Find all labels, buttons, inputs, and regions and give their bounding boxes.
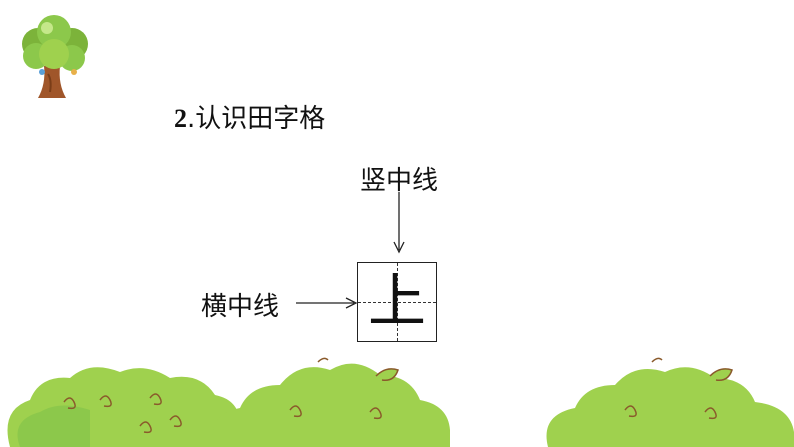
page-title: 2.认识田字格 — [174, 98, 325, 135]
horizontal-midline — [358, 302, 436, 303]
tree-icon — [22, 15, 88, 98]
down-arrow-icon — [393, 192, 405, 254]
tian-grid: 上 — [357, 262, 437, 342]
title-text: .认识田字格 — [187, 104, 326, 134]
bush-middle — [212, 357, 450, 447]
title-number: 2 — [174, 104, 187, 133]
bush-right — [546, 357, 794, 447]
bush-left — [7, 367, 240, 447]
right-arrow-icon — [296, 297, 358, 309]
horizontal-midline-label: 横中线 — [201, 292, 280, 322]
bush-decoration — [7, 357, 794, 447]
vertical-midline-label: 竖中线 — [360, 166, 439, 196]
grid-character: 上 — [367, 267, 426, 335]
